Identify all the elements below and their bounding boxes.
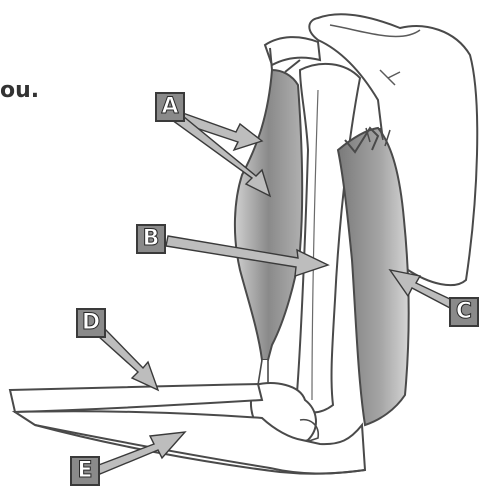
label-c-text: C	[456, 301, 472, 323]
coracoid-process	[265, 37, 320, 65]
biceps-lower-tendon	[258, 360, 268, 385]
label-box-a: A	[155, 92, 185, 122]
label-box-d: D	[76, 308, 106, 338]
label-b-text: B	[143, 228, 160, 250]
label-box-b: B	[136, 224, 166, 254]
label-box-c: C	[449, 297, 479, 327]
biceps-muscle	[235, 70, 302, 360]
arrow-d	[98, 330, 158, 390]
label-d-text: D	[82, 312, 100, 334]
label-a-text: A	[161, 96, 178, 118]
label-box-e: E	[70, 456, 100, 486]
label-e-text: E	[77, 460, 92, 482]
radius-bone	[10, 384, 262, 412]
